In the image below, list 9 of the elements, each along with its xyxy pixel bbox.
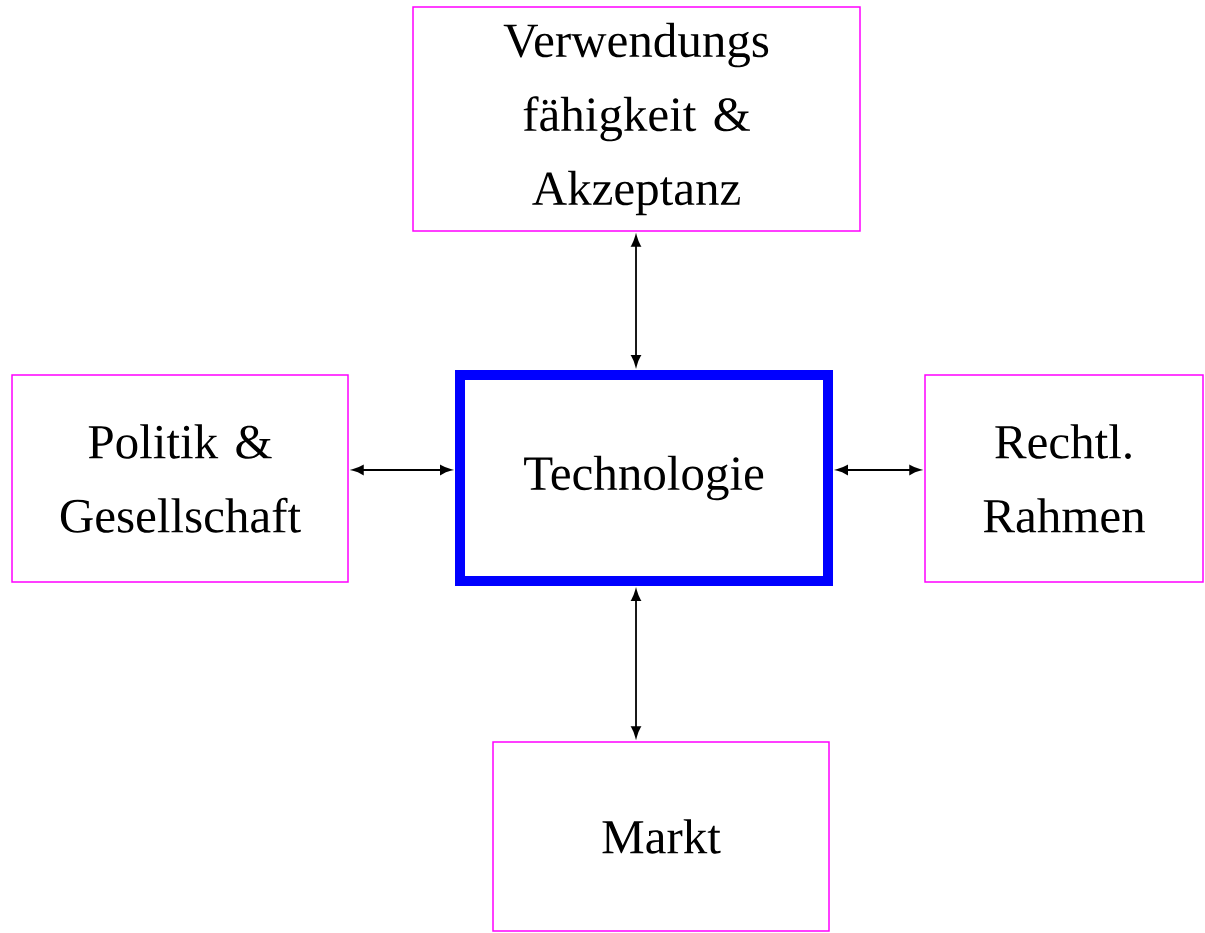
factor-box: Rechtl. Rahmen xyxy=(924,374,1204,583)
arrow xyxy=(836,465,921,475)
factor-box: Markt xyxy=(492,741,830,932)
arrow xyxy=(352,465,452,475)
factor-box: Politik & Gesellschaft xyxy=(11,374,349,583)
factor-box: Verwendungs fähigkeit & Akzeptanz xyxy=(412,6,861,232)
center-box: Technologie xyxy=(455,370,833,586)
arrow xyxy=(631,589,641,738)
arrow xyxy=(631,235,641,367)
